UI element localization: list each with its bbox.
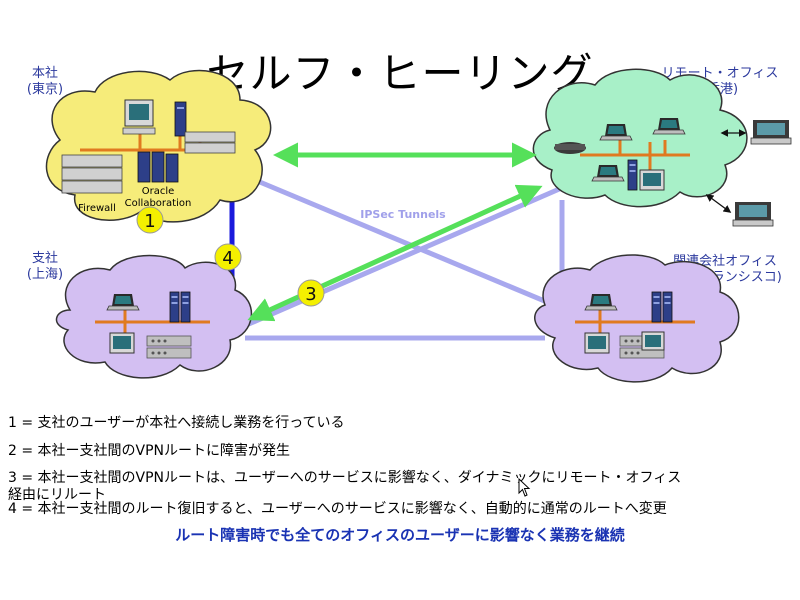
marker-3-label: 3 [305, 284, 316, 305]
pc-icon [122, 99, 156, 135]
server-icon [169, 291, 180, 323]
collaboration-label: Collaboration [125, 198, 192, 209]
site-city: (上海) [26, 267, 64, 282]
cloud-remote [532, 68, 748, 208]
legend-line: 4 = 本社ー支社間のルート復旧すると、ユーザーへのサービスに影響なく、自動的に… [8, 501, 667, 517]
marker-4: 4 [214, 243, 242, 271]
laptop-icon [732, 202, 774, 227]
pc-icon [584, 332, 610, 354]
site-label-hq: 本社 (東京) [20, 66, 70, 98]
cloud-branch [55, 254, 252, 379]
legend-line: 3 = 本社ー支社間のVPNルートは、ユーザーへのサービスに影響なく、ダイナミッ… [8, 470, 682, 486]
server-icon [662, 291, 673, 323]
oracle-label: Oracle [142, 186, 175, 197]
branch-network [95, 291, 210, 359]
switch-icon [146, 335, 192, 347]
server-icon [651, 291, 662, 323]
site-name: 本社 [31, 66, 58, 81]
server-icon [174, 101, 187, 137]
marker-1-label: 1 [144, 211, 155, 232]
laptop-icon [750, 120, 792, 145]
ipsec-label: IPSec Tunnels [360, 208, 446, 221]
affiliate-network [575, 291, 695, 359]
tunnel-branch-remote [234, 177, 581, 333]
remote-network [554, 117, 690, 191]
mobile-laptop-2 [705, 194, 774, 227]
legend-line: 経由にリルート [8, 487, 106, 503]
legend-line: 2 = 本社ー支社間のVPNルートに障害が発生 [8, 443, 291, 459]
site-city: (東京) [26, 82, 64, 97]
pc-icon [641, 331, 665, 351]
page-title: セルフ・ヒーリング [206, 49, 594, 98]
server-icon [180, 291, 191, 323]
server-icon [627, 159, 638, 191]
firewall-icon [61, 154, 123, 194]
site-name: 支社 [31, 251, 58, 266]
router-icon [554, 142, 586, 154]
oracle-server-icon [137, 151, 179, 183]
marker-4-label: 4 [222, 248, 233, 269]
legend-line: 1 = 支社のユーザーが本社へ接続し業務を行っている [8, 415, 345, 431]
mobile-laptop-1 [720, 120, 792, 145]
cursor-icon [518, 478, 531, 497]
pc-icon [109, 332, 135, 354]
marker-1: 1 [136, 206, 164, 234]
summary: ルート障害時でも全てのオフィスのユーザーに影響なく業務を継続 [175, 526, 625, 544]
pc-icon [639, 169, 665, 191]
marker-3: 3 [297, 279, 325, 307]
cloud-affiliate [534, 254, 740, 383]
site-label-branch: 支社 (上海) [20, 251, 70, 283]
network-diagram: Firewall Oracle Collaboration [45, 68, 792, 383]
firewall-label: Firewall [78, 203, 116, 214]
hq-network: Firewall Oracle Collaboration [61, 99, 236, 214]
switch-icon [146, 347, 192, 359]
rack-switch-icon [184, 131, 236, 154]
